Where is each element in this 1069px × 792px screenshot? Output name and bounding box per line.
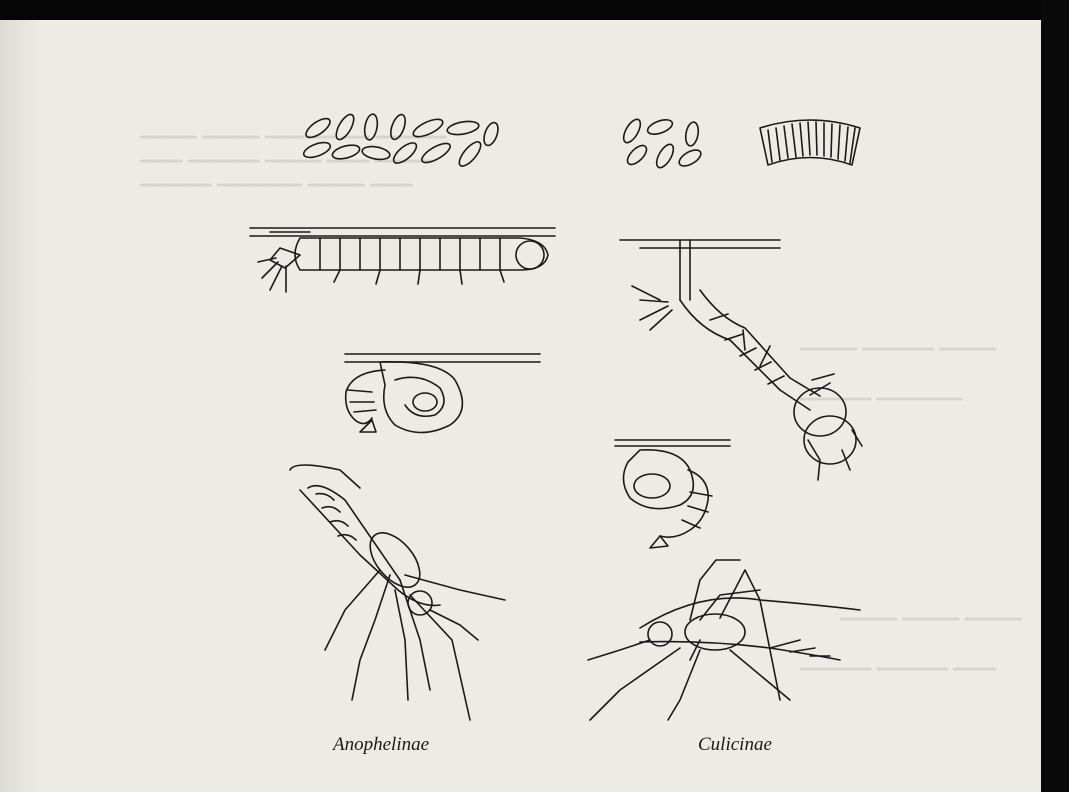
culex-egg-raft bbox=[760, 120, 860, 165]
anopheles-larva bbox=[250, 228, 555, 292]
anopheles-adult bbox=[290, 465, 505, 720]
caption-culicinae: Culicinae bbox=[698, 734, 772, 756]
caption-anophelinae: Anophelinae bbox=[333, 734, 429, 756]
anopheles-eggs bbox=[302, 112, 501, 169]
culex-pupa bbox=[615, 440, 730, 548]
culex-larva bbox=[620, 240, 862, 480]
anopheles-pupa bbox=[345, 354, 540, 433]
culex-eggs bbox=[620, 117, 703, 171]
culex-adult bbox=[588, 560, 860, 720]
